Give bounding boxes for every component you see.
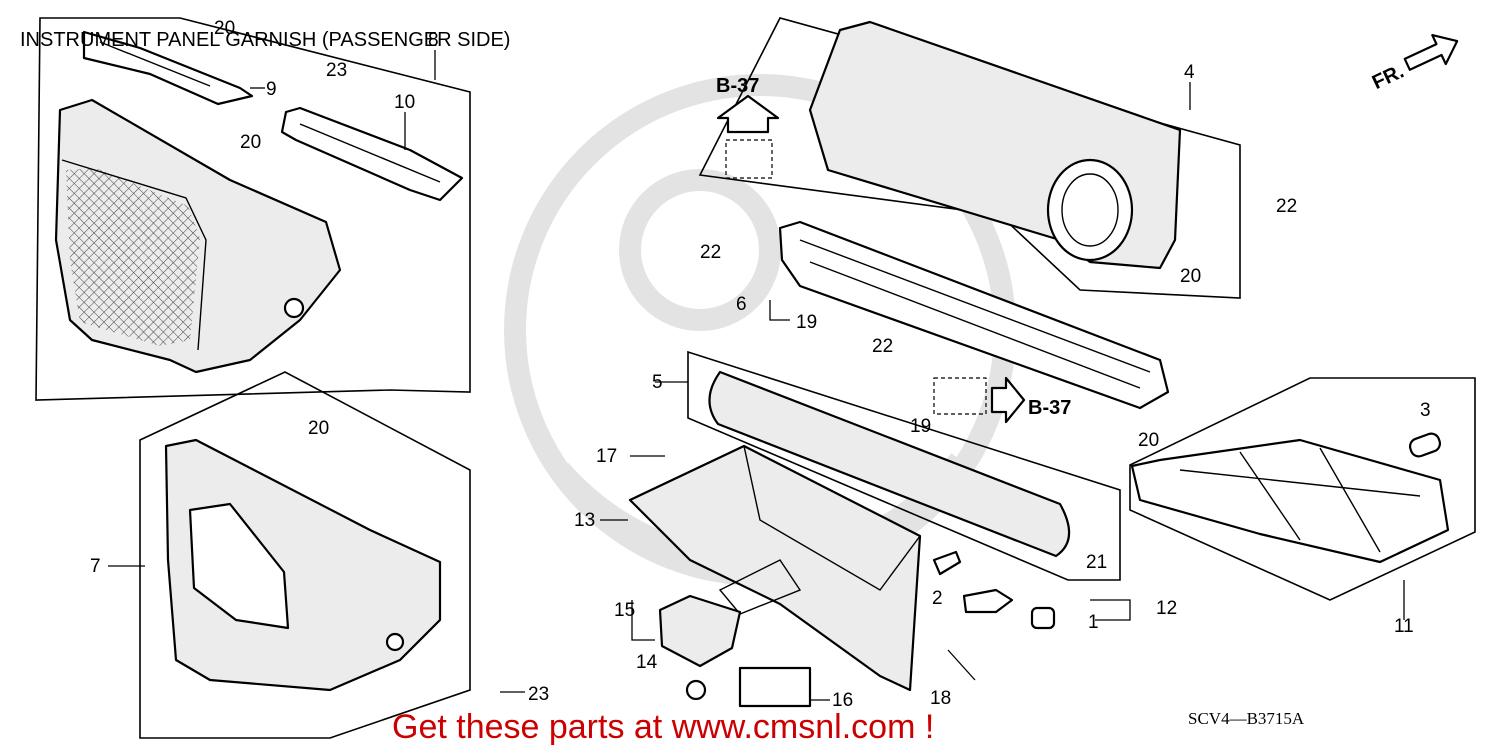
callout: 20	[308, 418, 329, 439]
callout: 6	[736, 294, 747, 315]
callout: 16	[832, 690, 853, 711]
ref-label-right: B-37	[1028, 397, 1071, 419]
callout: 23	[528, 684, 549, 705]
callout: 3	[1420, 400, 1431, 421]
callout: 19	[910, 416, 931, 437]
lid-damper-part[interactable]	[708, 370, 1071, 558]
callout: 20	[214, 18, 235, 39]
callout: 20	[1180, 266, 1201, 287]
lock-assembly-part[interactable]	[658, 594, 812, 708]
callout-labels: 20 8 9 23 10 20 4 22 20 22 6 19 22 5 19 …	[90, 18, 1431, 711]
callout: 20	[1138, 430, 1159, 451]
support-rail-part[interactable]	[778, 220, 1170, 410]
callout: 11	[1394, 616, 1414, 637]
callout: 9	[266, 79, 277, 100]
callout: 22	[1276, 196, 1297, 217]
promo-text[interactable]: Get these parts at www.cmsnl.com !	[392, 708, 934, 746]
callout: 10	[394, 92, 415, 113]
callout: 17	[596, 446, 617, 467]
callout: 14	[636, 652, 658, 673]
garnish-panel-part[interactable]	[54, 98, 342, 374]
bracket-part-10[interactable]	[280, 106, 464, 202]
ref-arrow-right	[933, 376, 1026, 424]
callout: 1	[1088, 612, 1099, 633]
callout-leaders	[108, 50, 1405, 701]
direction-arrow	[1403, 33, 1459, 71]
callout: 13	[574, 510, 595, 531]
callout: 21	[1086, 552, 1107, 573]
group-frame-garnish	[35, 17, 471, 401]
latch-part-12[interactable]	[962, 588, 1014, 614]
callout: 12	[1156, 598, 1177, 619]
knob-part-1[interactable]	[1030, 606, 1056, 630]
callout: 4	[1184, 62, 1195, 83]
glove-box-frame-part[interactable]	[1130, 438, 1450, 564]
callout: 23	[326, 60, 347, 81]
damper-part-3[interactable]	[1408, 431, 1442, 458]
callout: 22	[700, 242, 721, 263]
clip-part-2[interactable]	[932, 550, 962, 576]
callout: 15	[614, 600, 635, 621]
group-frame-glove-box	[687, 350, 1121, 581]
glove-box-part[interactable]	[628, 444, 922, 692]
upper-panel-part[interactable]	[808, 20, 1182, 270]
direction-label: FR.	[1369, 60, 1407, 94]
ref-arrow-upper	[716, 94, 780, 179]
ref-label-upper: B-37	[716, 75, 759, 97]
group-frame-lower-cover	[139, 371, 471, 739]
diagram-code: SCV4—B3715A	[1188, 709, 1305, 728]
bracket-part-9[interactable]	[82, 30, 254, 106]
callout: 20	[240, 132, 261, 153]
lower-cover-part[interactable]	[164, 438, 442, 692]
callout: 7	[90, 556, 101, 577]
callout: 8	[428, 30, 439, 51]
callout: 2	[932, 588, 943, 609]
diagram-title: INSTRUMENT PANEL GARNISH (PASSENGER SIDE…	[20, 29, 510, 51]
callout: 19	[796, 312, 817, 333]
callout: 22	[872, 336, 893, 357]
callout: 18	[930, 688, 951, 709]
group-frame-damper	[1129, 377, 1476, 601]
callout: 5	[652, 372, 663, 393]
